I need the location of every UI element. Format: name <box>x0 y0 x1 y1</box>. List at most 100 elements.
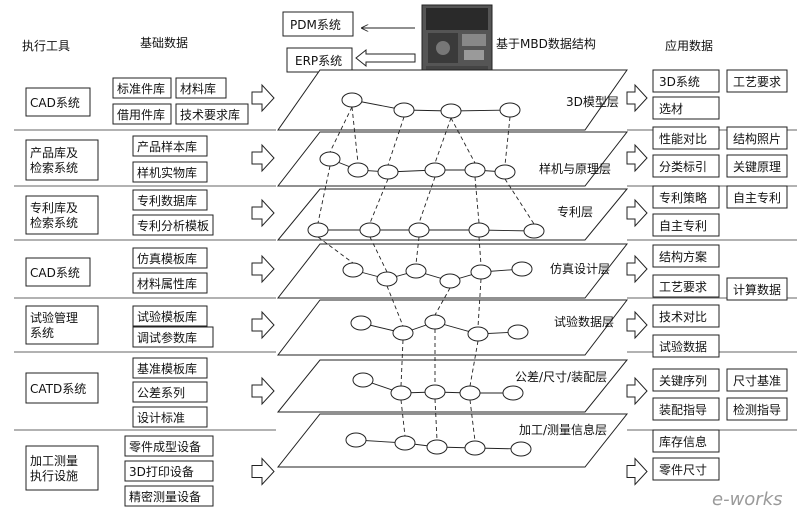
layer-label: 试验数据层 <box>554 314 614 329</box>
arrow-right-icon <box>251 310 275 340</box>
app-data-box <box>726 277 788 301</box>
plane-shape <box>276 299 629 356</box>
arrow-right-icon <box>626 83 648 113</box>
data-node <box>307 222 329 238</box>
dashed-link <box>469 340 479 387</box>
app-data-label: 装配指导 <box>659 402 707 417</box>
tool-label: 检索系统 <box>30 160 78 175</box>
base-data-box <box>112 77 172 99</box>
base-data-box <box>132 326 214 348</box>
app-data-box <box>652 368 720 392</box>
app-data-box <box>652 244 720 268</box>
arrow-right-icon <box>251 254 275 284</box>
base-data-label: 试验模板库 <box>137 309 197 324</box>
app-data-label: 试验数据 <box>659 339 707 354</box>
app-data-label: 计算数据 <box>733 282 781 297</box>
base-data-box <box>175 103 249 125</box>
data-node <box>523 223 545 239</box>
data-node <box>424 384 446 400</box>
right-column: 3D系统工艺要求选材性能对比结构照片分类标引关键原理专利策略自主专利自主专利结构… <box>626 69 788 486</box>
dashed-link <box>317 236 354 264</box>
tool-box <box>25 445 99 491</box>
plane-shape <box>276 413 629 468</box>
app-data-box <box>652 334 720 358</box>
erp-box <box>286 47 353 73</box>
arrow-right-icon <box>251 143 275 173</box>
layer-plane: 3D模型层 <box>277 69 628 131</box>
tool-row: CAD系统标准件库材料库借用件库技术要求库 <box>25 77 275 125</box>
data-node <box>319 151 341 167</box>
base-data-label: 专利数据库 <box>137 193 197 208</box>
layer-label: 仿真设计层 <box>550 262 610 276</box>
data-node <box>510 441 532 457</box>
app-data-label: 技术对比 <box>659 310 707 324</box>
app-data-box <box>652 126 720 150</box>
data-node <box>467 326 489 342</box>
app-data-label: 关键原理 <box>733 160 781 174</box>
dashed-link <box>434 287 451 316</box>
dashed-link <box>418 176 436 224</box>
layer-plane: 仿真设计层 <box>276 243 629 299</box>
arrow-right-icon <box>251 198 275 228</box>
layer-plane: 专利层 <box>276 188 629 241</box>
data-node <box>426 439 448 455</box>
header-tools: 执行工具 <box>22 39 70 53</box>
app-data-box <box>726 69 788 93</box>
data-node <box>459 385 481 401</box>
header-apps: 应用数据 <box>665 38 713 53</box>
tool-box <box>25 372 99 404</box>
layer-planes: 3D模型层样机与原理层专利层仿真设计层试验数据层公差/尺寸/装配层加工/测量信息… <box>276 69 629 468</box>
data-node <box>464 440 486 456</box>
layer-label: 3D模型层 <box>566 95 619 109</box>
base-data-box <box>132 406 208 428</box>
base-data-box <box>132 305 208 327</box>
erp-label: ERP系统 <box>295 54 342 68</box>
dashed-link <box>434 117 452 164</box>
base-data-label: 设计标准 <box>137 411 185 425</box>
app-data-label: 3D系统 <box>659 75 700 89</box>
app-data-label: 检测指导 <box>733 402 781 417</box>
base-data-label: 3D打印设备 <box>129 465 194 479</box>
layer-label: 样机与原理层 <box>539 161 611 176</box>
base-data-box <box>132 161 208 183</box>
device-image <box>421 4 493 78</box>
base-data-box <box>124 485 214 507</box>
app-data-box <box>652 397 720 421</box>
dashed-link <box>415 236 420 265</box>
app-data-label: 结构方案 <box>659 249 707 264</box>
app-data-box <box>652 154 720 178</box>
data-node <box>345 432 367 448</box>
dashed-link <box>329 106 353 153</box>
dashed-link <box>386 285 404 327</box>
dashed-link <box>477 278 482 328</box>
app-data-box <box>652 274 720 298</box>
data-node <box>439 273 461 289</box>
base-data-label: 仿真模板库 <box>137 251 197 266</box>
base-data-label: 产品样本库 <box>137 139 197 154</box>
arrow-right-icon <box>626 198 648 228</box>
app-group: 性能对比结构照片分类标引关键原理 <box>626 126 788 178</box>
base-data-box <box>132 247 208 269</box>
base-data-label: 调试参数库 <box>137 330 197 345</box>
app-data-label: 专利策略 <box>659 190 707 205</box>
app-data-box <box>726 185 788 209</box>
app-data-box <box>726 397 788 421</box>
tool-label: 产品库及 <box>30 145 78 160</box>
app-data-box <box>652 213 720 237</box>
base-data-box <box>132 381 208 403</box>
tool-label: 系统 <box>30 326 54 340</box>
data-node <box>393 102 415 118</box>
tool-label: CAD系统 <box>30 266 80 280</box>
app-data-box <box>726 368 788 392</box>
base-data-label: 专利分析模板 <box>137 218 209 233</box>
data-node <box>424 162 446 178</box>
app-data-label: 工艺要求 <box>659 280 707 294</box>
data-node <box>511 261 533 277</box>
plane-shape <box>276 243 629 299</box>
base-data-label: 基准模板库 <box>137 361 197 376</box>
